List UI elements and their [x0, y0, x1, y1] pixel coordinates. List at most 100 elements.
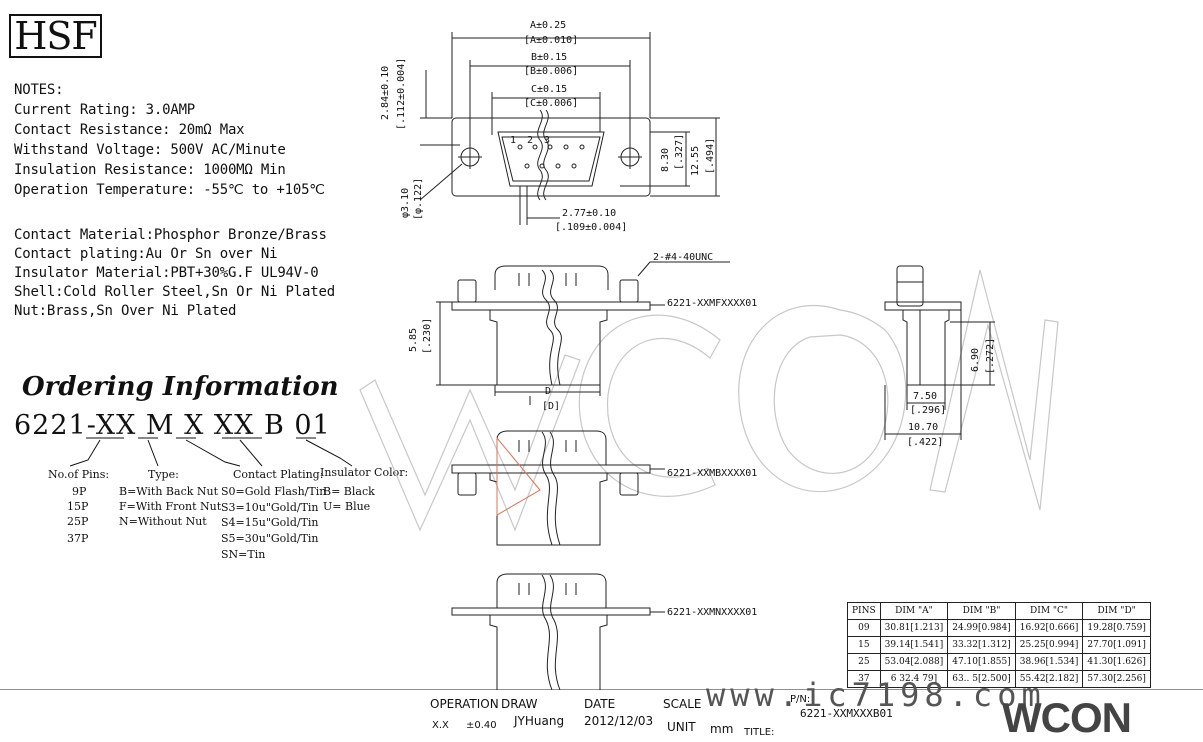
- dim-c: C±0.15: [531, 84, 568, 95]
- part-number: 6221-XXMXXXB01: [800, 707, 893, 720]
- note-line: Withstand Voltage: 500V AC/Minute: [14, 142, 286, 158]
- pins-label: No.of Pins:: [48, 468, 110, 481]
- end-view: [884, 265, 995, 440]
- table-cell: 41.30[1.626]: [1082, 653, 1151, 671]
- ordering-leaders: [69, 437, 353, 467]
- type-option: B=With Back Nut: [119, 485, 219, 498]
- color-option: U= Blue: [323, 500, 371, 513]
- table-cell: 25.25[0.994]: [1014, 636, 1084, 654]
- type-option: F=With Front Nut: [119, 500, 222, 513]
- dim-830: 8.30: [660, 147, 671, 172]
- table-header: DIM "D": [1082, 602, 1151, 620]
- dim-d-inch: [D]: [542, 401, 561, 412]
- table-cell: 47.10[1.855]: [947, 653, 1016, 671]
- unit-label: UNIT: [667, 720, 696, 734]
- material-line: Nut:Brass,Sn Over Ni Plated: [14, 303, 237, 319]
- dim-284: 2.84±0.10: [380, 65, 391, 120]
- pins-option: 25P: [67, 515, 89, 528]
- part-label-n: 6221-XXMNXXXX01: [667, 607, 758, 618]
- dim-a-inch: [A±0.010]: [524, 35, 579, 46]
- contact-pins: [517, 144, 585, 169]
- wcon-brand-logo: WCON: [1002, 694, 1132, 741]
- tolerance-x-label: X.X: [432, 720, 449, 731]
- pin-label-3: 3: [544, 135, 551, 146]
- table-header: DIM "C": [1014, 602, 1084, 620]
- table-cell: 30.81[1.213]: [879, 619, 949, 637]
- table-row: 37 6 32.4 79] 63.. 5[2.500] 55.42[2.182]…: [847, 670, 1151, 688]
- notes-heading: NOTES:: [14, 82, 64, 98]
- note-line: Current Rating: 3.0AMP: [14, 102, 196, 118]
- table-header: PINS: [847, 602, 881, 620]
- thread-callout: 2-#4-40UNC: [653, 252, 714, 263]
- dim-c-inch: [C±0.006]: [524, 98, 579, 109]
- table-cell: 38.96[1.534]: [1014, 653, 1084, 671]
- pin-label-2: 2: [527, 135, 534, 146]
- table-header: DIM "B": [947, 602, 1016, 620]
- note-line: Contact Resistance: 20mΩ Max: [14, 122, 245, 138]
- date-label: DATE: [584, 697, 616, 711]
- dim-585: 5.85: [408, 327, 419, 352]
- table-cell: 15: [847, 636, 881, 654]
- dimension-table: PINS DIM "A" DIM "B" DIM "C" DIM "D" 09 …: [847, 602, 1151, 688]
- operation-label: OPERATION: [430, 697, 499, 711]
- dim-690-inch: [.272]: [985, 337, 996, 374]
- material-line: Contact Material:Phosphor Bronze/Brass: [14, 227, 327, 243]
- dim-690: 6.90: [970, 347, 981, 372]
- table-cell: 16.92[0.666]: [1014, 619, 1084, 637]
- table-row: 15 39.14[1.541] 33.32[1.312] 25.25[0.994…: [847, 636, 1151, 654]
- table-header: DIM "A": [879, 602, 949, 620]
- site-watermark: www.ic7198.com: [706, 676, 1046, 714]
- dim-585-inch: [.230]: [422, 317, 433, 354]
- dim-277-inch: [.109±0.004]: [555, 222, 628, 233]
- table-cell: 53.04[2.088]: [879, 653, 949, 671]
- dim-phi-310: φ3.10: [400, 187, 411, 218]
- material-line: Contact plating:Au Or Sn over Ni: [14, 246, 278, 262]
- table-cell: 63.. 5[2.500]: [947, 670, 1016, 688]
- dim-phi-310-inch: [φ.122]: [413, 177, 424, 220]
- color-label: Insulator Color:: [320, 466, 409, 479]
- note-line: Insulation Resistance: 1000MΩ Min: [14, 162, 286, 178]
- dim-b-inch: [B±0.006]: [524, 66, 579, 77]
- title-label: TITLE:: [744, 727, 775, 738]
- table-cell: 24.99[0.984]: [947, 619, 1016, 637]
- table-cell: 19.28[0.759]: [1082, 619, 1151, 637]
- side-view-no-nut: [451, 573, 665, 690]
- material-line: Insulator Material:PBT+30%G.F UL94V-0: [14, 265, 319, 281]
- dim-284-inch: [.112±0.004]: [396, 57, 407, 130]
- table-cell: 27.70[1.091]: [1082, 636, 1151, 654]
- dim-a: A±0.25: [530, 20, 567, 31]
- dim-830-inch: [.327]: [674, 133, 685, 170]
- table-cell: 57.30[2.256]: [1082, 670, 1151, 688]
- side-view-front-nut: [436, 261, 730, 405]
- dim-1255-inch: [.494]: [705, 137, 716, 174]
- tolerance-value: ±0.40: [466, 720, 497, 731]
- pin-label-1: 1: [510, 135, 517, 146]
- plating-option: SN=Tin: [221, 548, 266, 561]
- material-line: Shell:Cold Roller Steel,Sn Or Ni Plated: [14, 284, 335, 300]
- type-label: Type:: [148, 468, 179, 481]
- table-row: 25 53.04[2.088] 47.10[1.855] 38.96[1.534…: [847, 653, 1151, 671]
- table-header-row: PINS DIM "A" DIM "B" DIM "C" DIM "D": [847, 602, 1151, 620]
- unit-value: mm: [710, 722, 734, 736]
- highlight-triangle: [496, 436, 541, 516]
- dim-1070-inch: [.422]: [907, 437, 944, 448]
- table-cell: 39.14[1.541]: [879, 636, 949, 654]
- table-row: 09 30.81[1.213] 24.99[0.984] 16.92[0.666…: [847, 619, 1151, 637]
- pins-option: 15P: [67, 500, 89, 513]
- d-shell-outline: [497, 131, 605, 187]
- date-value: 2012/12/03: [584, 714, 654, 728]
- part-label-b: 6221-XXMBXXXX01: [667, 468, 758, 479]
- plating-option: S3=10u"Gold/Tin: [221, 501, 319, 514]
- plating-label: Contact Plating:: [233, 468, 324, 481]
- draw-label: DRAW: [501, 697, 538, 711]
- ordering-title: Ordering Information: [22, 372, 339, 402]
- plating-option: S4=15u"Gold/Tin: [221, 516, 319, 529]
- wcon-watermark: [359, 269, 1059, 532]
- side-view-back-nut: [451, 430, 665, 546]
- connector-drawing: [0, 32, 1203, 690]
- hsf-logo: HSF: [9, 14, 102, 58]
- table-cell: 25: [847, 653, 881, 671]
- plating-option: S5=30u"Gold/Tin: [221, 532, 319, 545]
- dim-750: 7.50: [913, 391, 938, 402]
- dim-b: B±0.15: [531, 52, 568, 63]
